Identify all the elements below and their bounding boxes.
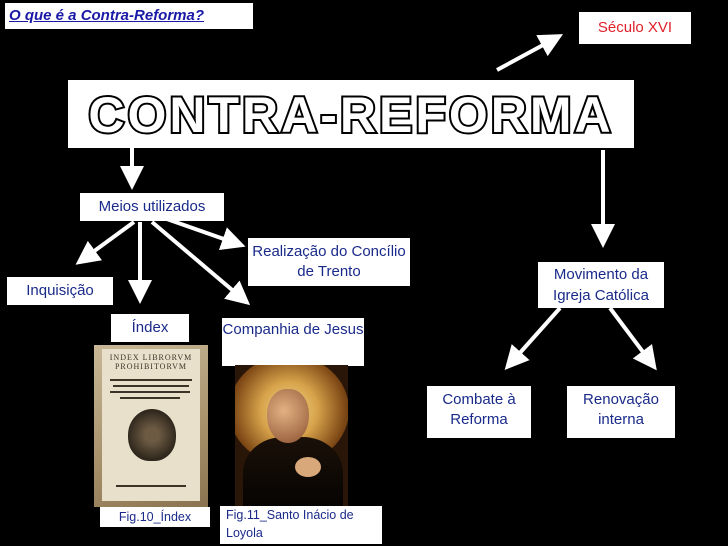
book-text-line	[113, 385, 189, 387]
node-combate-reforma: Combate à Reforma	[427, 386, 531, 438]
arrow-meios-to-concilio	[163, 216, 246, 251]
arrow-movimento-to-renovacao	[608, 306, 657, 371]
book-text-line	[110, 391, 190, 393]
loyola-portrait-image	[235, 365, 348, 508]
node-meios-utilizados: Meios utilizados	[80, 193, 224, 221]
main-title-text: CONTRA-REFORMA	[88, 87, 613, 143]
node-concilio-trento: Realização do Concílio de Trento	[248, 238, 410, 286]
portrait-head	[267, 389, 309, 443]
node-companhia-jesus: Companhia de Jesus	[222, 318, 364, 366]
book-title-text: INDEX LIBRORVM PROHIBITORVM	[109, 353, 193, 371]
caption-fig10: Fig.10_Índex	[100, 507, 210, 527]
book-text-line	[110, 379, 192, 381]
node-movimento-igreja: Movimento da Igreja Católica	[538, 262, 664, 308]
index-book-image: INDEX LIBRORVM PROHIBITORVM	[94, 345, 208, 507]
caption-fig11: Fig.11_Santo Inácio de Loyola	[220, 506, 382, 544]
arrow-meios-to-inquisicao	[75, 220, 136, 265]
papal-crest	[128, 409, 176, 461]
title-link[interactable]: O que é a Contra-Reforma?	[5, 3, 253, 29]
seculo-label: Século XVI	[579, 12, 691, 44]
arrow-movimento-to-combate	[504, 306, 562, 370]
arrow-title-to-seculo	[496, 34, 564, 72]
node-renovacao-interna: Renovação interna	[567, 386, 675, 438]
portrait-robe	[243, 437, 343, 508]
node-index: Índex	[111, 314, 189, 342]
book-text-line	[120, 397, 180, 399]
main-title: CONTRA-REFORMA	[68, 80, 634, 148]
book-text-line	[116, 485, 186, 487]
arrow-meios-to-companhia	[150, 220, 251, 306]
portrait-hand	[295, 457, 321, 477]
node-inquisicao: Inquisição	[7, 277, 113, 305]
